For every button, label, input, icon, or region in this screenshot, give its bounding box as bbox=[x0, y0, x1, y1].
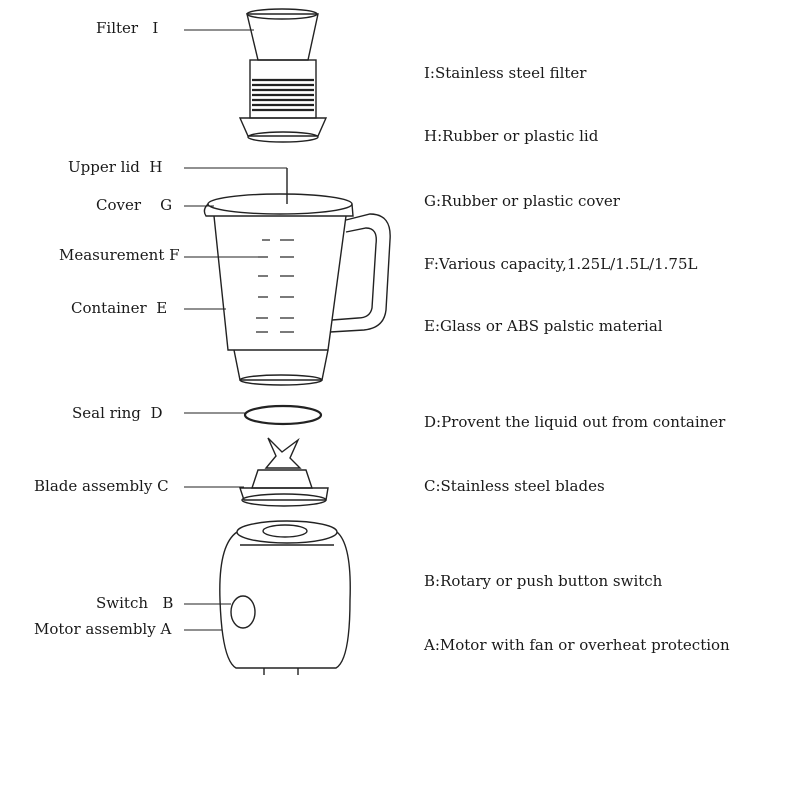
label-seal-ring: Seal ring D bbox=[72, 404, 163, 422]
label-upper-lid: Upper lid H bbox=[68, 158, 163, 176]
letter-a: A bbox=[160, 620, 172, 638]
desc-blade-assembly: C:Stainless steel blades bbox=[424, 477, 605, 495]
letter-h: H bbox=[149, 158, 163, 176]
desc-filter: I:Stainless steel filter bbox=[424, 64, 587, 82]
letter-g: G bbox=[160, 196, 173, 214]
seal-ring-drawing bbox=[243, 404, 323, 426]
desc-seal-ring: D:Provent the liquid out from container bbox=[424, 413, 726, 431]
letter-c: C bbox=[157, 477, 169, 495]
filter-drawing bbox=[238, 8, 328, 143]
desc-motor-assembly: A:Motor with fan or overheat protection bbox=[424, 636, 730, 654]
desc-measurement: F:Various capacity,1.25L/1.5L/1.75L bbox=[424, 255, 698, 273]
blade-assembly-drawing bbox=[239, 437, 329, 507]
container-drawing bbox=[203, 168, 391, 386]
label-filter: Filter I bbox=[96, 19, 159, 37]
letter-d: D bbox=[150, 404, 163, 422]
letter-e: E bbox=[156, 299, 168, 317]
label-motor-assembly: Motor assembly A bbox=[34, 620, 172, 638]
label-measurement: Measurement F bbox=[59, 246, 180, 264]
desc-upper-lid: H:Rubber or plastic lid bbox=[424, 127, 599, 145]
leader-lines bbox=[184, 29, 287, 631]
desc-switch: B:Rotary or push button switch bbox=[424, 572, 663, 590]
motor-base-drawing bbox=[219, 520, 351, 675]
label-blade-assembly: Blade assembly C bbox=[34, 477, 169, 495]
label-cover: Cover G bbox=[96, 196, 173, 214]
letter-f: F bbox=[169, 246, 180, 264]
letter-i: I bbox=[152, 19, 159, 37]
letter-b: B bbox=[162, 594, 174, 612]
label-container: Container E bbox=[71, 299, 168, 317]
desc-cover: G:Rubber or plastic cover bbox=[424, 192, 620, 210]
label-switch: Switch B bbox=[96, 594, 174, 612]
desc-container: E:Glass or ABS palstic material bbox=[424, 317, 663, 335]
